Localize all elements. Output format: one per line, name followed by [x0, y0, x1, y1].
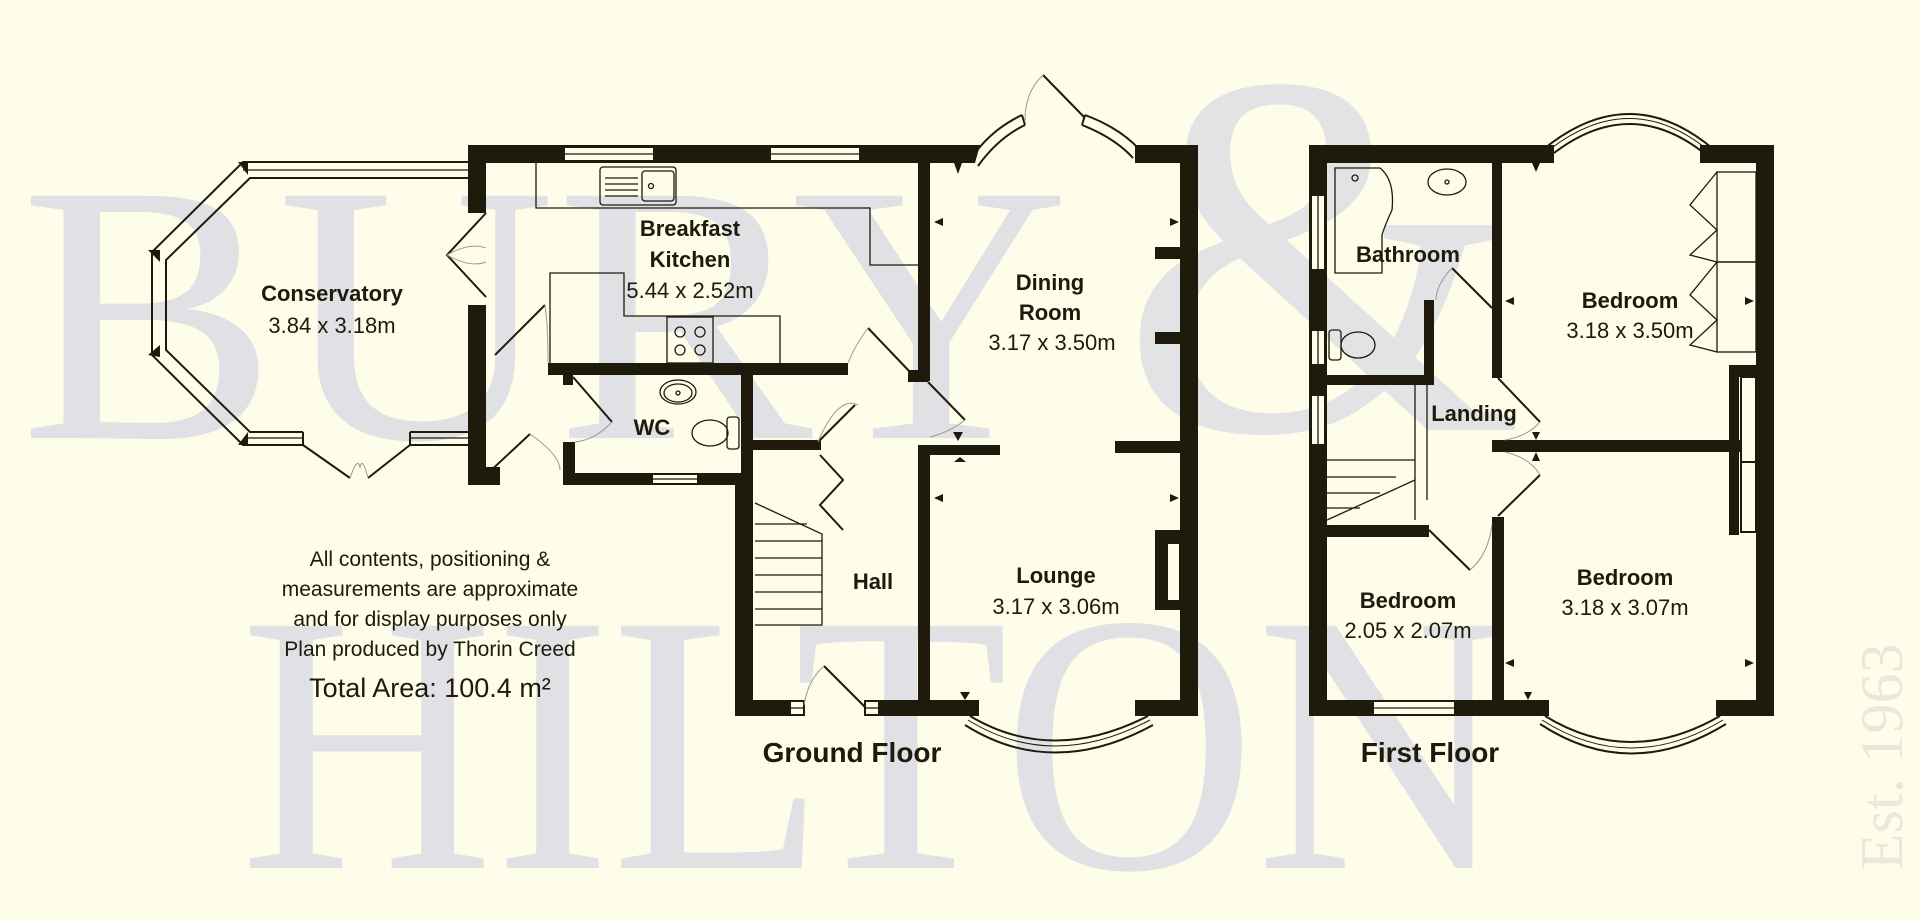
lounge-bay	[930, 700, 1198, 754]
room-name-conservatory: Conservatory	[261, 281, 404, 306]
total-area: Total Area: 100.4 m²	[309, 673, 551, 703]
room-name-lounge: Lounge	[1016, 563, 1095, 588]
first-floor-plan: Bathroom Bedroom 3.18 x 3.50m Landing Be…	[1309, 113, 1774, 768]
watermark-bury: BURY	[20, 109, 1070, 519]
wc-fittings	[659, 379, 740, 450]
room-dim-kitchen: 5.44 x 2.52m	[626, 278, 753, 303]
ground-floor-plan: Conservatory 3.84 x 3.18m Breakfast Kitc…	[148, 74, 1198, 768]
room-name-kitchen-2: Kitchen	[650, 247, 731, 272]
floor-title-first: First Floor	[1361, 737, 1500, 768]
room-name-bathroom: Bathroom	[1356, 242, 1460, 267]
ground-walls	[468, 145, 1000, 716]
disclaimer-notes: All contents, positioning & measurements…	[282, 548, 578, 703]
room-dim-bedroom-1: 3.18 x 3.50m	[1566, 318, 1693, 343]
room-dim-conservatory: 3.84 x 3.18m	[268, 313, 395, 338]
watermark-hilton: HILTON	[240, 539, 1510, 921]
floor-title-ground: Ground Floor	[763, 737, 942, 768]
note-line-1: All contents, positioning &	[310, 548, 550, 571]
note-line-2: measurements are approximate	[282, 578, 578, 601]
hall-stairs	[754, 454, 866, 708]
room-dim-dining: 3.17 x 3.50m	[988, 330, 1115, 355]
room-name-kitchen-1: Breakfast	[640, 216, 741, 241]
note-line-4: Plan produced by Thorin Creed	[284, 638, 575, 661]
dining-walls	[930, 74, 1198, 715]
room-dim-bedroom-2: 2.05 x 2.07m	[1344, 618, 1471, 643]
room-name-hall: Hall	[853, 569, 893, 594]
room-dim-lounge: 3.17 x 3.06m	[992, 594, 1119, 619]
watermark-established: Est. 1963	[1849, 643, 1915, 870]
room-name-bedroom-1: Bedroom	[1582, 288, 1679, 313]
kitchen-fittings	[535, 163, 918, 364]
conservatory-glazing	[148, 161, 468, 479]
note-line-3: and for display purposes only	[293, 608, 567, 631]
room-name-landing: Landing	[1431, 401, 1517, 426]
room-dim-bedroom-3: 3.18 x 3.07m	[1561, 595, 1688, 620]
room-name-bedroom-2: Bedroom	[1360, 588, 1457, 613]
room-name-bedroom-3: Bedroom	[1577, 565, 1674, 590]
kitchen-doors	[445, 212, 966, 476]
room-name-dining-2: Room	[1019, 300, 1081, 325]
room-name-dining-1: Dining	[1016, 270, 1084, 295]
watermark: BURY & HILTON Est. 1963	[20, 0, 1915, 921]
room-name-wc: WC	[634, 415, 671, 440]
